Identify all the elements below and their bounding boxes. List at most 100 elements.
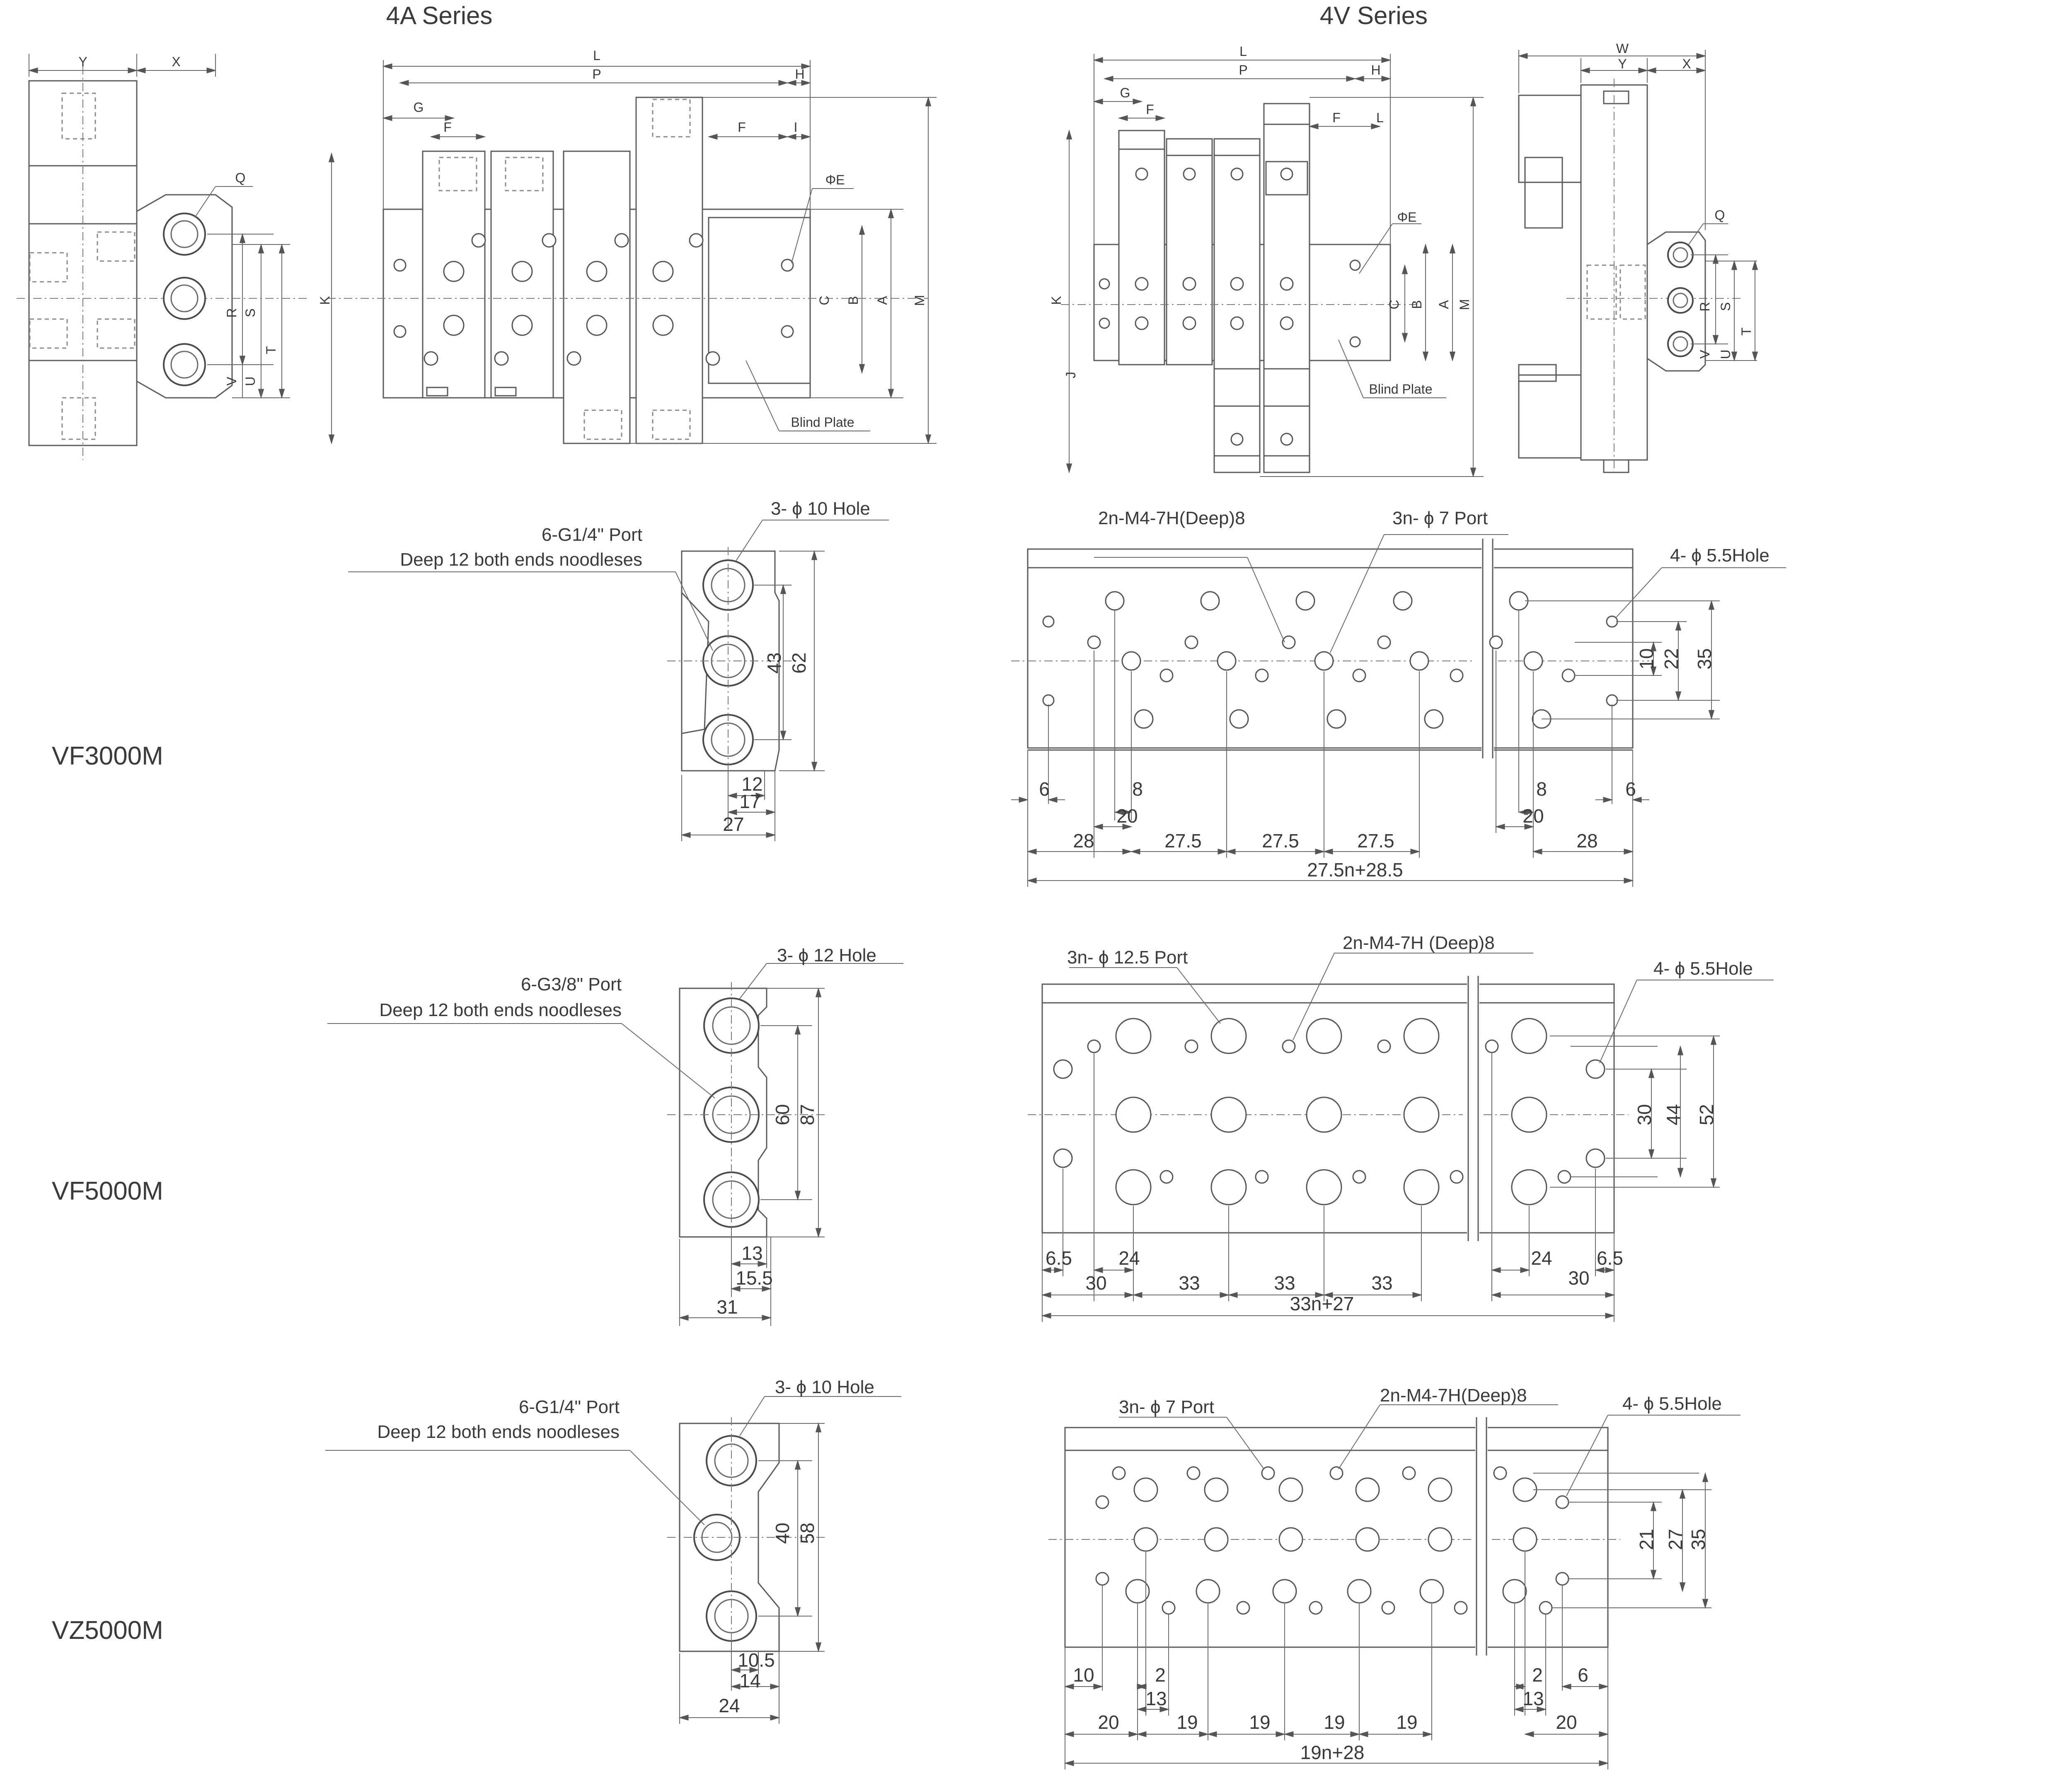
dimension-label: 20 [1116, 805, 1138, 827]
vz5000-side-view: 3- ϕ 10 Hole 6-G1/4" Port Deep 12 both e… [325, 1377, 901, 1724]
dimension-label: 20 [1523, 805, 1544, 827]
vz5000-plan-view: 3n- ϕ 7 Port 2n-M4-7H(Deep)8 4- ϕ 5.5Hol… [1048, 1385, 1740, 1769]
dimension-label: L [1376, 110, 1384, 125]
4a-side-view: Y X Q R S T V U [17, 54, 307, 460]
vf3000-plan-view: 2n-M4-7H(Deep)8 3n- ϕ 7 Port 4- ϕ 5.5Hol… [1011, 508, 1786, 887]
dimension-label: T [1739, 327, 1754, 336]
dimension-label: P [1239, 63, 1247, 77]
dimension-label: 2n-M4-7H(Deep)8 [1380, 1385, 1527, 1406]
dimension-label: F [738, 120, 746, 135]
dimension-label: 58 [796, 1522, 818, 1544]
vf5000-holes [1053, 1018, 1605, 1205]
dimension-label: 8 [1132, 778, 1143, 800]
dimension-label: Blind Plate [791, 415, 854, 430]
dimension-label: P [592, 67, 601, 82]
dimension-label: 3- ϕ 10 Hole [775, 1377, 874, 1397]
dimension-label: 13 [1523, 1688, 1544, 1709]
vf3000-side-view: 3- ϕ 10 Hole 6-G1/4" Port Deep 12 both e… [348, 499, 889, 841]
dimension-label: F [443, 120, 452, 135]
dimension-label: Q [235, 170, 246, 185]
dimension-label: T [264, 346, 278, 354]
dimension-label: M [912, 295, 927, 306]
dimension-label: 6.5 [1046, 1247, 1072, 1269]
dimension-label: 21 [1636, 1529, 1657, 1550]
dimension-label: 35 [1687, 1529, 1709, 1550]
dimension-label: 3n- ϕ 7 Port [1119, 1397, 1214, 1417]
series-title-4a: 4A Series [386, 2, 493, 29]
dimension-label: X [1682, 56, 1691, 71]
dimension-label: 19 [1249, 1711, 1270, 1733]
dimension-label: 17 [739, 791, 760, 812]
dimension-label: Q [1715, 208, 1725, 223]
dimension-label: 44 [1663, 1104, 1684, 1125]
dimension-label: Y [1618, 56, 1627, 71]
dimension-label: 30 [1085, 1272, 1106, 1294]
dimension-label: S [243, 308, 258, 317]
dimension-label: 6-G1/4" Port [519, 1397, 620, 1417]
dimension-label: U [1718, 349, 1733, 359]
dimension-label: 6 [1578, 1664, 1588, 1686]
dimension-label: ΦE [1397, 210, 1417, 225]
dimension-label: 4- ϕ 5.5Hole [1670, 545, 1769, 566]
4v-front-view: L P H G F F L ΦE K C B A M J Blind Plate [1049, 44, 1484, 478]
dimension-label: 27.5 [1164, 830, 1202, 852]
dimension-label: 43 [763, 652, 785, 673]
dimension-label: Deep 12 both ends noodleses [400, 549, 642, 570]
dimension-label: 2 [1532, 1664, 1543, 1686]
dimension-label: 6.5 [1597, 1247, 1623, 1269]
dimension-label: H [795, 67, 804, 82]
dimension-label: V [224, 377, 239, 386]
dimension-label: G [414, 100, 424, 115]
model-label-vz5000: VZ5000M [52, 1616, 163, 1645]
dimension-label: 8 [1536, 778, 1547, 800]
vf3000-holes [1042, 591, 1618, 729]
dimension-label: 19 [1176, 1711, 1198, 1733]
dimension-label: S [1718, 302, 1733, 311]
dimension-label: 33 [1274, 1272, 1295, 1294]
dimension-label: 2n-M4-7H (Deep)8 [1343, 933, 1495, 953]
dimension-label: M [1457, 299, 1472, 310]
dimension-label: 52 [1696, 1104, 1717, 1125]
dimension-label: 24 [1118, 1247, 1140, 1269]
dimension-label: R [1697, 302, 1712, 311]
dimension-label: 27 [1665, 1529, 1686, 1550]
dimension-label: Y [78, 54, 87, 69]
dimension-label: 3- ϕ 10 Hole [771, 499, 870, 519]
dimension-label: X [172, 54, 180, 69]
dimension-label: 60 [772, 1104, 793, 1125]
dimension-label: 20 [1098, 1711, 1119, 1733]
dimension-label: 10 [1073, 1664, 1094, 1686]
dimension-label: 6 [1625, 778, 1636, 800]
dimension-label: 4- ϕ 5.5Hole [1653, 958, 1753, 979]
dimension-label: 24 [1531, 1247, 1552, 1269]
dimension-label: H [1371, 63, 1380, 77]
dimension-label: 40 [772, 1522, 793, 1544]
dimension-label: 22 [1661, 648, 1682, 669]
dimension-label: 10 [1636, 648, 1657, 669]
dimension-label: 27.5 [1357, 830, 1394, 852]
dimension-label: W [1616, 41, 1629, 56]
dimension-label: 13 [1145, 1688, 1167, 1709]
vz5000-holes [1095, 1466, 1569, 1615]
dimension-label: 10.5 [738, 1649, 775, 1671]
dimension-label: A [1436, 300, 1451, 309]
vf5000-plan-view: 3n- ϕ 12.5 Port 2n-M4-7H (Deep)8 4- ϕ 5.… [1028, 933, 1774, 1322]
4v-side-view: W Y X Q R S T V U [1518, 41, 1758, 477]
dimension-label: 87 [796, 1104, 818, 1125]
dimension-label: 62 [788, 652, 810, 673]
dimension-label: 24 [719, 1695, 740, 1716]
model-label-vf5000: VF5000M [52, 1177, 163, 1205]
dimension-label: 6 [1039, 778, 1050, 800]
dimension-label: K [1049, 296, 1064, 305]
dimension-label: Blind Plate [1369, 382, 1433, 397]
dimension-label: R [224, 308, 239, 317]
dimension-label: B [846, 296, 861, 305]
dimension-label: 27.5n+28.5 [1307, 859, 1403, 881]
dimension-label: 6-G1/4" Port [542, 525, 642, 545]
dimension-label: L [1239, 44, 1247, 59]
dimension-label: 2 [1155, 1664, 1166, 1686]
dimension-label: 33n+27 [1290, 1293, 1354, 1314]
vf5000-side-view: 3- ϕ 12 Hole 6-G3/8" Port Deep 12 both e… [327, 945, 903, 1326]
dimension-label: U [243, 376, 258, 386]
